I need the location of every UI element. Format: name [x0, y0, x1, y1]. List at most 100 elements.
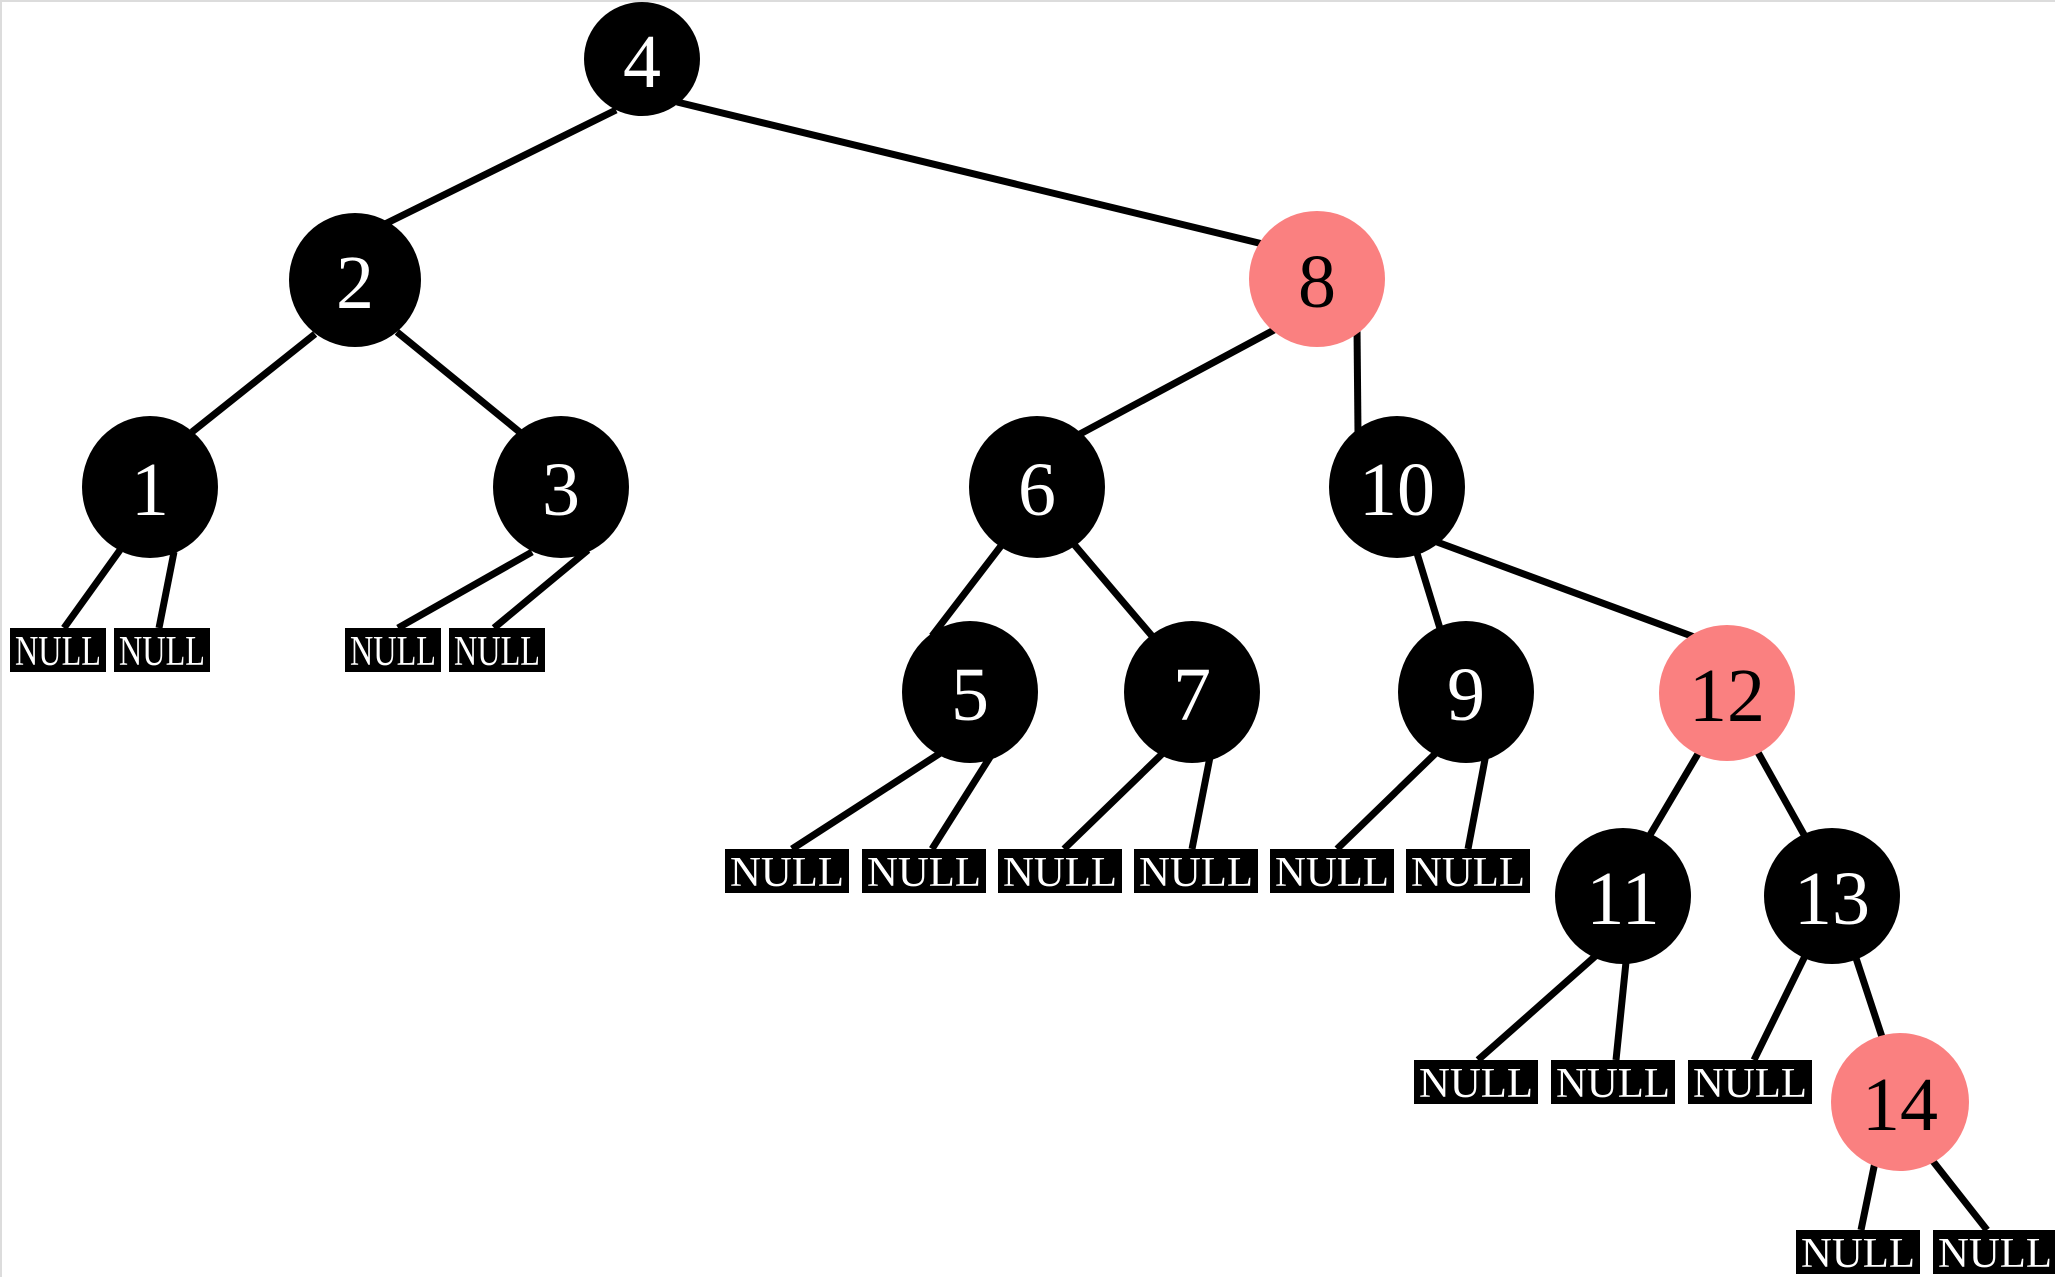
nil-leaf-box [1933, 1230, 2055, 1274]
nil-leaf-box [725, 849, 849, 893]
black-node-circle [584, 2, 700, 116]
tree-edge [1078, 326, 1276, 438]
tree-edge [1069, 539, 1155, 639]
tree-node-3[interactable]: 3 [493, 416, 629, 558]
red-node-circle [1249, 211, 1385, 347]
tree-node-1[interactable]: 1 [82, 416, 218, 558]
nil-leaves-layer: NULL NULL NULL NULL NULL NULL NULL NULL NULL NULL… [10, 628, 2055, 1277]
nil-leaf-box [10, 628, 106, 672]
black-node-circle [969, 416, 1105, 558]
tree-node-7[interactable]: 7 [1124, 621, 1260, 763]
node-key-label: 10 [1359, 448, 1435, 532]
tree-edge [1643, 745, 1706, 842]
nil-leaf-box [1551, 1060, 1675, 1104]
tree-edge [676, 98, 1268, 249]
tree-edge [189, 331, 318, 435]
tree-edge [1850, 950, 1886, 1039]
tree-node-5[interactable]: 5 [902, 621, 1038, 763]
nil-leaf-box [1134, 849, 1258, 893]
nil-leaf-label: NULL [730, 850, 844, 896]
black-node-circle [902, 621, 1038, 763]
tree-edge [1435, 538, 1699, 642]
tree-edge [790, 749, 944, 852]
nil-leaf-label: NULL [1693, 1061, 1807, 1107]
tree-edge [1475, 949, 1603, 1063]
tree-edge [929, 539, 1007, 639]
nil-leaf-label: NULL [1411, 850, 1525, 896]
nil-leaf: NULL [1796, 1230, 1920, 1277]
tree-edge [1464, 753, 1490, 850]
nil-leaf-box [449, 628, 545, 672]
tree-edge [394, 329, 525, 437]
black-node-circle [1329, 416, 1465, 558]
tree-edge [1061, 751, 1165, 852]
tree-node-8[interactable]: 8 [1249, 211, 1385, 347]
nil-leaf-label: NULL [15, 629, 101, 675]
edges-layer [61, 98, 1990, 1233]
node-key-label: 2 [336, 241, 374, 325]
nil-leaf-box [1414, 1060, 1538, 1104]
node-key-label: 4 [623, 20, 661, 104]
node-key-label: 8 [1298, 240, 1336, 324]
tree-node-11[interactable]: 11 [1555, 828, 1691, 964]
nil-leaf: NULL [1406, 849, 1530, 896]
nil-leaf: NULL [1134, 849, 1258, 896]
node-key-label: 12 [1689, 654, 1765, 738]
nil-leaf-label: NULL [1139, 850, 1253, 896]
node-key-label: 9 [1447, 653, 1485, 737]
nil-leaf-box [998, 849, 1122, 893]
tree-edge [929, 752, 995, 851]
tree-node-9[interactable]: 9 [1398, 621, 1534, 763]
tree-edge [491, 547, 591, 631]
nil-leaf-label: NULL [1801, 1231, 1915, 1277]
nil-leaf: NULL [1688, 1060, 1812, 1107]
tree-node-2[interactable]: 2 [289, 213, 421, 347]
node-key-label: 5 [951, 653, 989, 737]
black-node-circle [493, 416, 629, 558]
nil-leaf: NULL [725, 849, 849, 896]
node-key-label: 1 [131, 448, 169, 532]
tree-edge [1857, 1161, 1879, 1231]
tree-edge [1412, 548, 1446, 637]
nil-leaf-box [1796, 1230, 1920, 1274]
node-key-label: 7 [1173, 653, 1211, 737]
tree-node-14[interactable]: 14 [1831, 1033, 1969, 1171]
tree-node-6[interactable]: 6 [969, 416, 1105, 558]
nil-leaf-box [1270, 849, 1394, 893]
nil-leaf: NULL [449, 628, 545, 675]
node-key-label: 14 [1862, 1063, 1938, 1147]
tree-edge [61, 547, 123, 631]
tree-edge [1612, 961, 1630, 1061]
tree-edge [155, 551, 178, 629]
nil-leaf: NULL [1933, 1230, 2055, 1277]
node-key-label: 3 [542, 448, 580, 532]
tree-node-4[interactable]: 4 [584, 2, 700, 116]
nil-leaf-label: NULL [454, 629, 540, 675]
nil-leaf: NULL [862, 849, 986, 896]
nil-leaf-label: NULL [1419, 1061, 1533, 1107]
node-key-label: 13 [1794, 857, 1870, 941]
nil-leaf: NULL [1270, 849, 1394, 896]
nil-leaf: NULL [1551, 1060, 1675, 1107]
nil-leaf-label: NULL [1556, 1061, 1670, 1107]
nil-leaf: NULL [10, 628, 106, 675]
nil-leaf-label: NULL [1003, 850, 1117, 896]
tree-edge [1751, 745, 1811, 842]
node-key-label: 6 [1018, 448, 1056, 532]
tree-edge [396, 548, 534, 632]
tree-node-13[interactable]: 13 [1764, 828, 1900, 964]
nil-leaf: NULL [998, 849, 1122, 896]
tree-edge [1334, 749, 1440, 852]
nil-leaf-box [345, 628, 441, 672]
red-node-circle [1831, 1033, 1969, 1171]
tree-node-10[interactable]: 10 [1329, 416, 1465, 558]
tree-edge [383, 106, 618, 228]
black-node-circle [1124, 621, 1260, 763]
nil-leaf-label: NULL [1938, 1231, 2052, 1277]
tree-edge [1750, 950, 1811, 1062]
tree-node-12[interactable]: 12 [1659, 625, 1795, 761]
nil-leaf: NULL [114, 628, 210, 675]
